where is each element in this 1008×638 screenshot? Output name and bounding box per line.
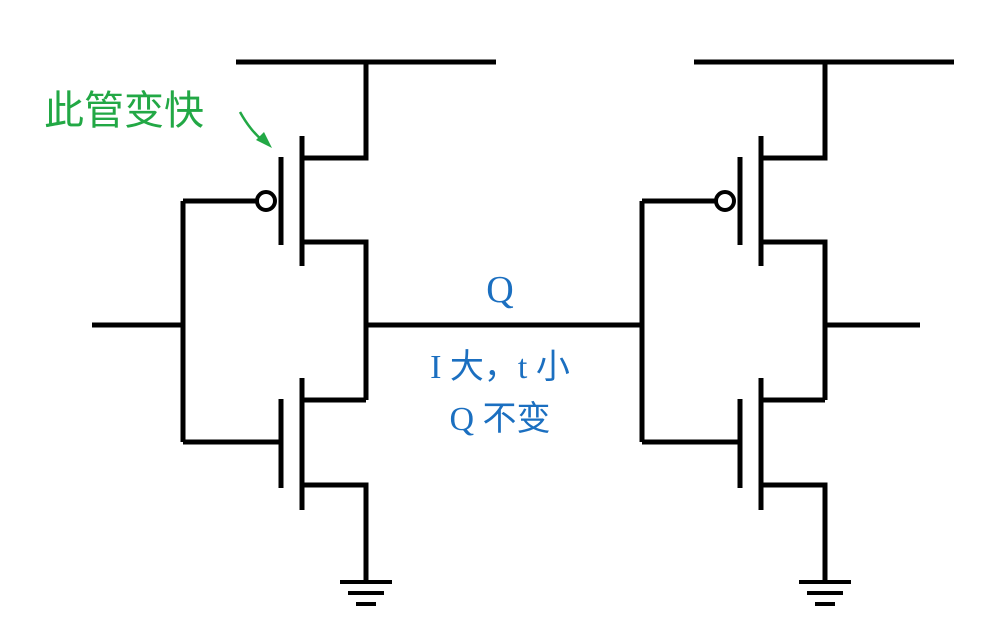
right-nmos-transistor <box>642 378 764 510</box>
left-nmos-transistor <box>183 378 305 510</box>
left-pmos-drain <box>302 239 369 400</box>
left-pmos-transistor <box>183 136 305 266</box>
node-q-label: Q <box>486 269 513 311</box>
right-inverter <box>639 59 954 606</box>
right-ground-symbol <box>799 580 851 606</box>
node-note-line2: Q 不变 <box>449 400 550 438</box>
right-pmos-gate-bubble <box>714 190 736 212</box>
right-pmos-drain <box>761 239 828 400</box>
node-note-line1: I 大，t 小 <box>430 348 570 386</box>
right-pmos-transistor <box>642 136 764 266</box>
left-vdd-drop <box>302 62 369 161</box>
right-nmos-source <box>761 482 828 582</box>
left-pmos-gate-bubble <box>255 190 277 212</box>
left-ground-symbol <box>340 580 392 606</box>
right-vdd-drop <box>761 62 828 161</box>
left-nmos-source <box>302 482 369 582</box>
annotation-arrow <box>238 111 272 148</box>
left-inverter <box>92 59 496 606</box>
pmos-annotation-label: 此管变快 <box>44 88 204 134</box>
